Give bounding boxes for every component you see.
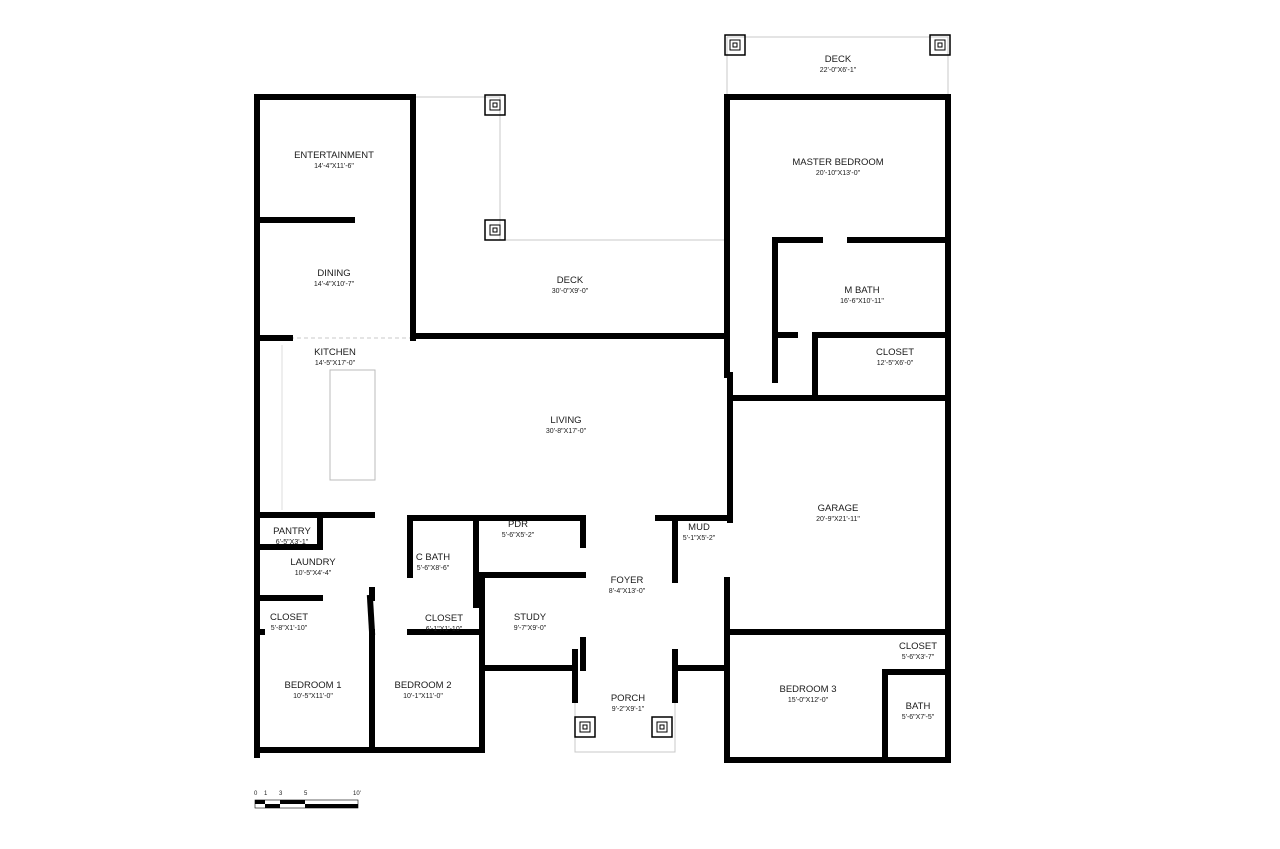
room-closet-1: CLOSET 5'-8"X1'-10" [270,612,308,632]
room-name: KITCHEN [314,347,356,358]
scale-label-1: 1 [264,791,268,797]
room-dimensions: 14'-5"X17'-0" [315,360,356,367]
room-dimensions: 5'-6"X7'-5" [902,714,935,721]
room-porch: PORCH 9'-2"X9'-1" [611,693,645,713]
room-name: CLOSET [899,641,937,652]
room-bedroom-3: BEDROOM 3 15'-0"X12'-0" [779,684,836,704]
room-name: C BATH [416,552,450,563]
pillar-icon [484,94,506,116]
room-dimensions: 14'-4"X10'-7" [314,281,355,288]
room-dining: DINING 14'-4"X10'-7" [314,268,355,288]
room-name: CLOSET [876,347,914,358]
room-mud: MUD 5'-1"X5'-2" [683,522,716,542]
scale-label-5: 5 [304,791,308,797]
room-name: MUD [688,522,710,533]
room-dimensions: 10'-1"X11'-0" [403,693,443,700]
room-bedroom-2: BEDROOM 2 10'-1"X11'-0" [394,680,451,700]
room-dimensions: 20'-10"X13'-0" [816,170,861,177]
room-dimensions: 9'-2"X9'-1" [612,706,645,713]
room-name: LIVING [550,415,581,426]
room-name: M BATH [844,285,879,296]
pillar-icon [574,716,596,738]
room-name: STUDY [514,612,547,623]
room-dimensions: 22'-0"X6'-1" [820,67,857,74]
room-name: ENTERTAINMENT [294,150,374,161]
scale-label-3: 3 [279,791,283,797]
room-living: LIVING 30'-8"X17'-0" [546,415,587,435]
room-deck-main: DECK 30'-0"X9'-0" [552,275,589,295]
room-name: DINING [317,268,350,279]
scale-label-10: 10' [353,791,361,797]
room-dimensions: 5'-1"X5'-2" [683,535,716,542]
room-study: STUDY 9'-7"X9'-0" [514,612,547,632]
room-name: CLOSET [270,612,308,623]
room-dimensions: 12'-5"X6'-0" [877,360,914,367]
room-foyer: FOYER 8'-4"X13'-0" [609,575,646,595]
room-bath: BATH 5'-6"X7'-5" [902,701,935,721]
room-name: DECK [557,275,584,286]
room-bedroom-1: BEDROOM 1 10'-5"X11'-0" [284,680,341,700]
room-dimensions: 30'-0"X9'-0" [552,288,589,295]
room-name: DECK [825,54,852,65]
room-dimensions: 16'-6"X10'-11" [840,298,884,305]
room-closet-3: CLOSET 5'-6"X3'-7" [899,641,937,661]
room-pantry: PANTRY 6'-5"X3'-1" [273,526,311,546]
room-laundry: LAUNDRY 10'-5"X4'-4" [290,557,336,577]
pillar-icon [929,34,951,56]
room-master-closet: CLOSET 12'-5"X6'-0" [876,347,914,367]
room-dimensions: 14'-4"X11'-6" [314,163,354,170]
room-name: GARAGE [818,503,859,514]
wall [366,594,376,636]
scale-bar: 0 1 3 5 10' [254,791,361,809]
room-name: MASTER BEDROOM [792,157,883,168]
room-dimensions: 6'-1"X1'-10" [426,626,463,633]
pillar-icon [651,716,673,738]
room-garage: GARAGE 20'-9"X21'-11" [816,503,860,523]
room-c-bath: C BATH 5'-6"X8'-6" [416,552,450,572]
room-name: BEDROOM 2 [394,680,451,691]
room-kitchen: KITCHEN 14'-5"X17'-0" [314,347,356,367]
room-pdr: PDR 5'-6"X5'-2" [502,519,535,539]
room-dimensions: 30'-8"X17'-0" [546,428,587,435]
room-m-bath: M BATH 16'-6"X10'-11" [840,285,884,305]
room-dimensions: 20'-9"X21'-11" [816,516,860,523]
room-dimensions: 10'-5"X4'-4" [295,570,332,577]
deck-outlines [281,36,949,753]
room-dimensions: 10'-5"X11'-0" [293,693,333,700]
room-entertainment: ENTERTAINMENT 14'-4"X11'-6" [294,150,374,170]
room-name: PORCH [611,693,645,704]
room-name: BATH [906,701,931,712]
room-name: CLOSET [425,613,463,624]
room-master-bedroom: MASTER BEDROOM 20'-10"X13'-0" [792,157,883,177]
room-dimensions: 5'-8"X1'-10" [271,625,308,632]
room-dimensions: 5'-6"X8'-6" [417,565,450,572]
room-dimensions: 5'-6"X3'-7" [902,654,935,661]
pillars [484,34,951,738]
room-labels: ENTERTAINMENT 14'-4"X11'-6" DINING 14'-4"X1… [270,54,937,721]
pillar-icon [724,34,746,56]
room-dimensions: 9'-7"X9'-0" [514,625,547,632]
scale-label-0: 0 [254,791,258,797]
room-name: PANTRY [273,526,311,537]
room-dimensions: 15'-0"X12'-0" [788,697,829,704]
room-name: BEDROOM 1 [284,680,341,691]
room-name: FOYER [611,575,644,586]
pillar-icon [484,219,506,241]
room-dimensions: 8'-4"X13'-0" [609,588,646,595]
walls [254,94,951,763]
room-closet-2: CLOSET 6'-1"X1'-10" [425,613,463,633]
room-deck-master: DECK 22'-0"X6'-1" [820,54,857,74]
room-name: LAUNDRY [290,557,336,568]
room-dimensions: 6'-5"X3'-1" [276,539,309,546]
room-name: PDR [508,519,528,530]
room-name: BEDROOM 3 [779,684,836,695]
room-dimensions: 5'-6"X5'-2" [502,532,535,539]
